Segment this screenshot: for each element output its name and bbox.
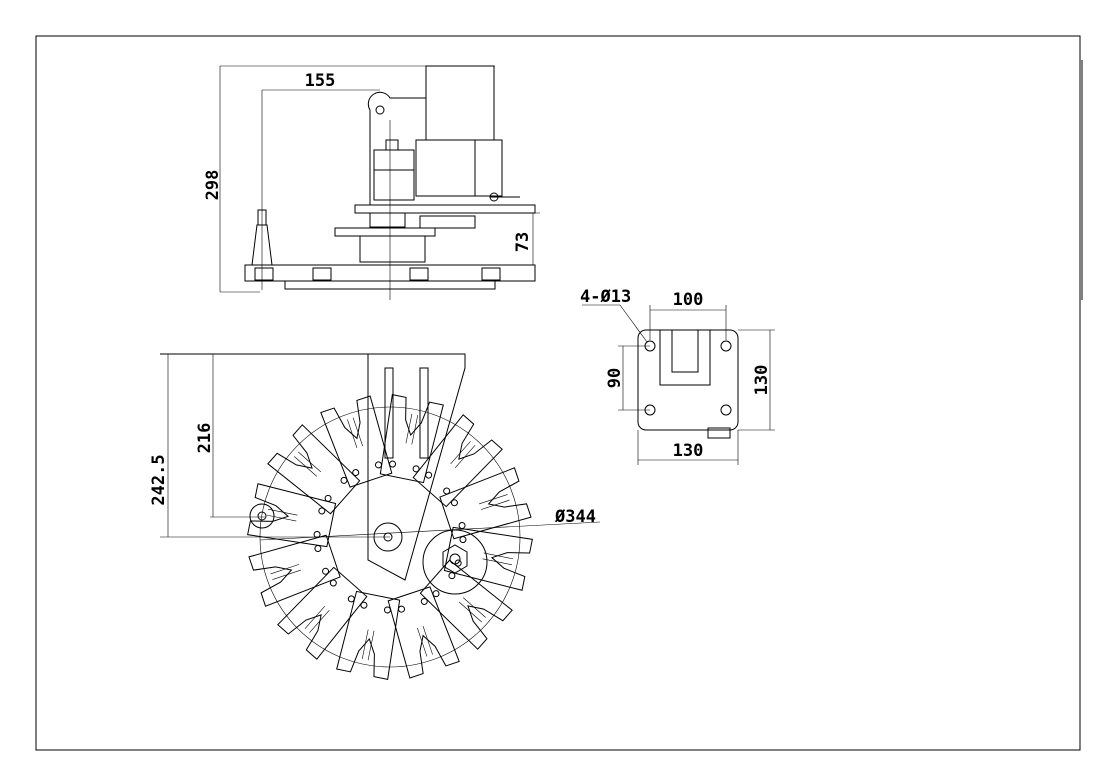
tool-fingers <box>247 394 533 680</box>
plan-view: 242.5 216 Ø344 <box>149 353 601 680</box>
dim-155: 155 <box>305 71 336 91</box>
tool-finger <box>419 559 513 650</box>
dim-4-13: 4-Ø13 <box>580 287 631 307</box>
dim-298: 298 <box>203 170 223 201</box>
plate <box>637 329 739 431</box>
tool-finger <box>277 566 368 660</box>
dim-344: Ø344 <box>554 507 596 527</box>
gearbox <box>415 139 503 197</box>
tool-finger <box>443 526 533 591</box>
tool-holder <box>251 224 273 266</box>
dim-216: 216 <box>195 423 215 454</box>
gear <box>334 227 436 237</box>
dim-73: 73 <box>513 232 533 252</box>
tool-finger <box>267 424 361 515</box>
tool-seat <box>249 503 275 529</box>
tool-finger <box>248 534 341 607</box>
tool-finger <box>379 394 444 484</box>
tool-finger <box>387 586 460 679</box>
bracket <box>367 91 426 205</box>
tool-finger <box>247 483 337 548</box>
motor-circle <box>422 529 488 595</box>
arm <box>367 353 466 581</box>
drawing-border <box>35 35 1081 751</box>
dim-100: 100 <box>673 290 704 310</box>
connector-icon <box>489 192 499 202</box>
tool-finger <box>320 395 393 488</box>
dim-130-vertical: 130 <box>752 365 772 396</box>
dim-242.5: 242.5 <box>149 454 169 505</box>
tool-finger <box>412 414 503 508</box>
dim-130-horizontal: 130 <box>673 441 704 461</box>
side-view: 298 155 73 <box>203 65 540 300</box>
tool-finger <box>336 590 401 680</box>
top-plate <box>354 204 536 214</box>
dim-line-344 <box>259 521 601 541</box>
dim-90: 90 <box>605 368 625 388</box>
reducer <box>373 149 415 201</box>
mount-plate-view: 100 4-Ø13 90 130 130 <box>580 287 775 465</box>
motor-body <box>425 65 495 141</box>
hub <box>373 522 403 552</box>
